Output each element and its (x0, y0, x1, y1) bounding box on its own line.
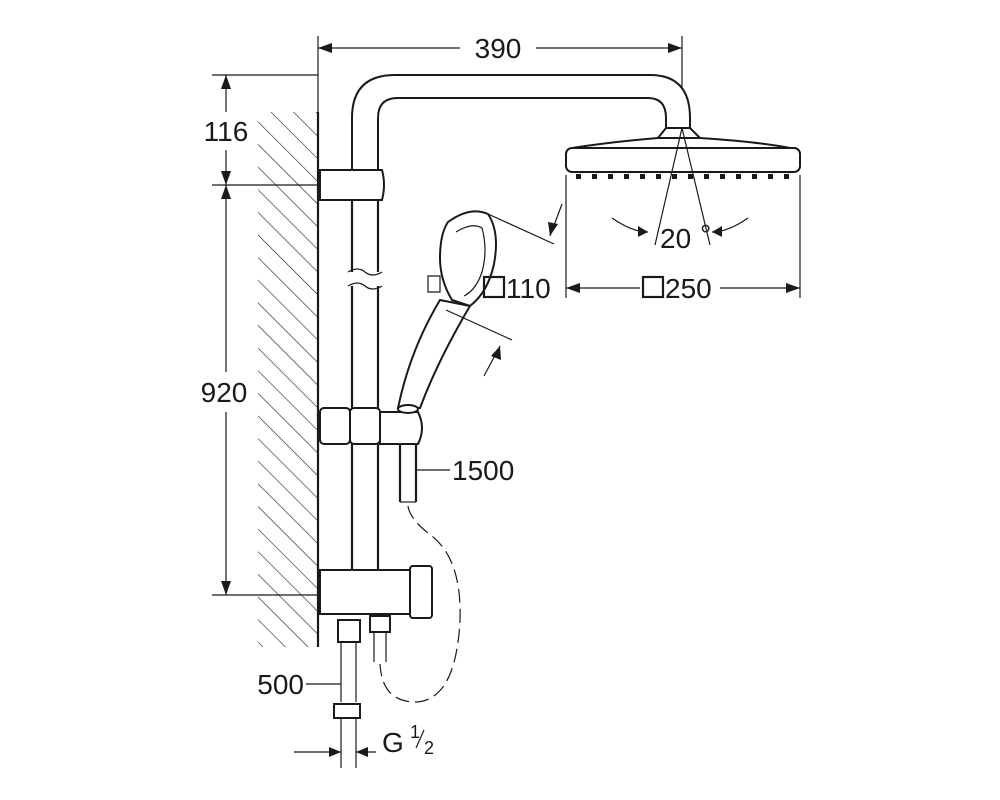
hand-shower-size: 110 (482, 273, 551, 304)
connector-hose-label: 500 (257, 669, 304, 700)
arm-length-label: 390 (475, 33, 522, 64)
extension-lines (212, 36, 683, 596)
hose-length-label: 1500 (452, 455, 514, 486)
head-shower-size: 250 (641, 273, 712, 304)
tilt-angle-label: 20 (660, 223, 691, 254)
bar-length-label: 920 (201, 377, 248, 408)
hand-shower (396, 210, 497, 414)
thread-size: G 1 2 (382, 722, 434, 758)
top-offset-label: 116 (204, 116, 249, 147)
head-shower-size-label: 250 (665, 273, 712, 304)
nozzle-row (576, 174, 789, 179)
dimension-lines (221, 43, 801, 757)
hand-shower-holder (319, 407, 423, 445)
thread-numerator-label: 1 (410, 722, 420, 742)
thread-prefix-label: G (382, 727, 404, 758)
hand-shower-size-label: 110 (506, 273, 551, 304)
square-size-icon (641, 275, 665, 299)
tilt-angle: 20 ° (660, 219, 711, 254)
thread-denominator-label: 2 (424, 738, 434, 758)
thermostat-mixer (319, 565, 433, 768)
wall (258, 112, 320, 647)
head-shower (565, 127, 801, 246)
riser-rail (347, 175, 383, 570)
tilt-unit-label: ° (700, 219, 711, 250)
hose (379, 444, 461, 703)
wall-bracket (319, 169, 385, 201)
square-size-icon (482, 275, 506, 299)
shower-arm (351, 74, 691, 175)
